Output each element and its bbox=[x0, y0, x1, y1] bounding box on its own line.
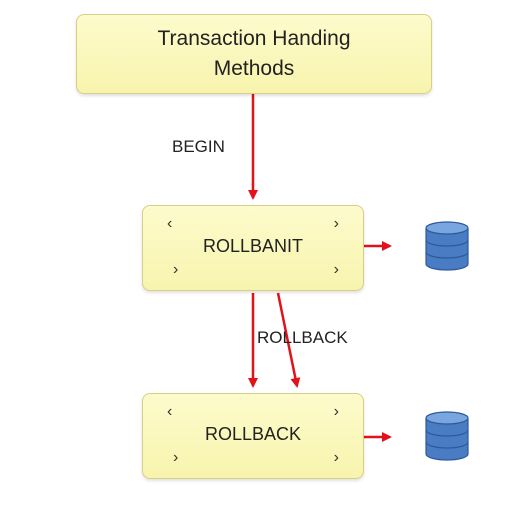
brace-close-bottom-right: › bbox=[333, 261, 339, 278]
down-arrow-right bbox=[276, 292, 301, 388]
rollbanit-box: ‹ › ROLLBANIT › › bbox=[142, 205, 364, 291]
title-box: Transaction Handing Methods bbox=[76, 14, 432, 94]
brace-close-top: › bbox=[333, 403, 339, 420]
database-icon bbox=[425, 221, 469, 271]
rollbanit-label: ROLLBANIT bbox=[202, 236, 304, 256]
brace-close-top: › bbox=[333, 215, 339, 232]
diagram-title: Transaction Handing Methods bbox=[157, 27, 351, 80]
brace-close-bottom-left: › bbox=[173, 261, 179, 278]
begin-label: BEGIN bbox=[172, 137, 225, 156]
brace-close-bottom-left: › bbox=[173, 449, 179, 466]
brace-open-top: ‹ bbox=[167, 215, 173, 232]
rollback-edge-label: ROLLBACK bbox=[257, 328, 348, 347]
brace-open-top: ‹ bbox=[167, 403, 173, 420]
rollback-label: ROLLBACK bbox=[204, 424, 302, 444]
rollback-box: ‹ › ROLLBACK › › bbox=[142, 393, 364, 479]
brace-close-bottom-right: › bbox=[333, 449, 339, 466]
database-icon bbox=[425, 411, 469, 461]
